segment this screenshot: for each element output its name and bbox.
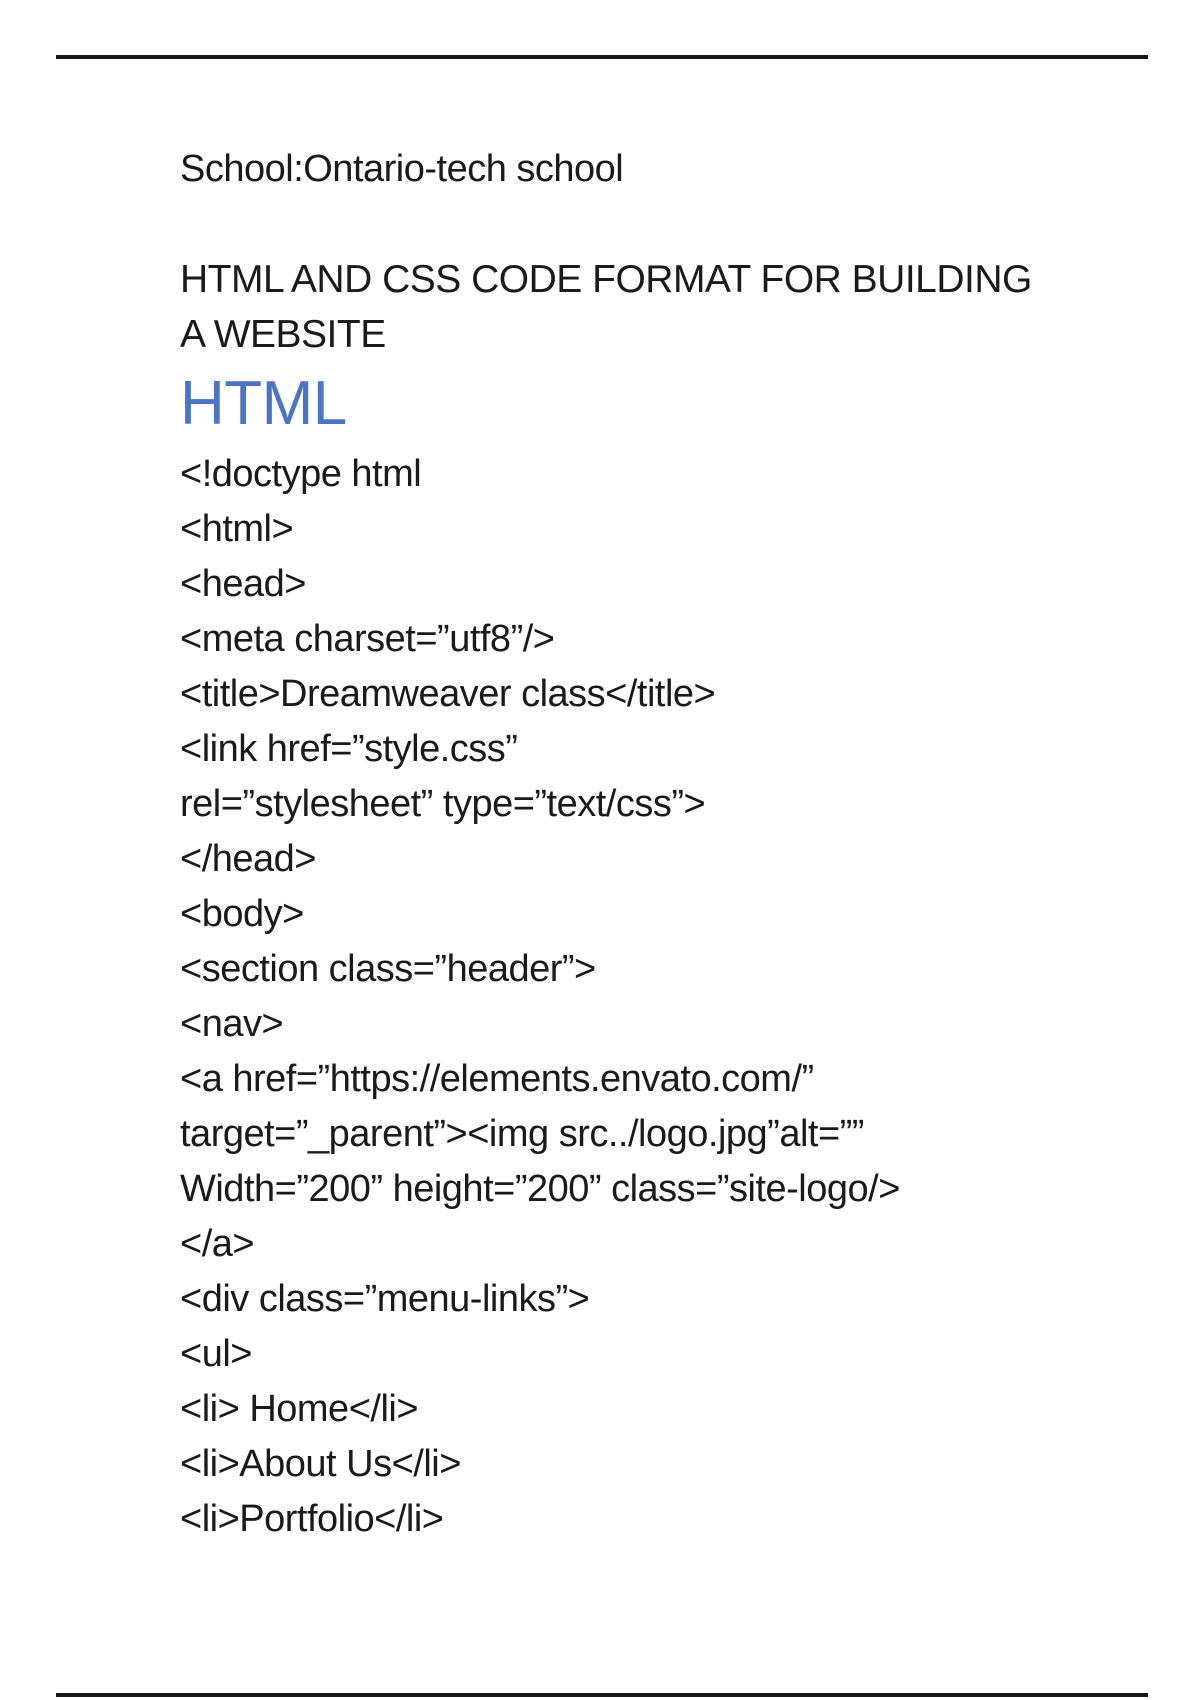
section-heading-html: HTML	[180, 369, 347, 438]
top-horizontal-rule	[56, 55, 1148, 59]
code-line: <div class=”menu-links”>	[180, 1278, 590, 1320]
code-line: <meta charset=”utf8”/>	[180, 618, 555, 660]
code-line: <li>Portfolio</li>	[180, 1498, 444, 1540]
document-title-line: A WEBSITE	[180, 313, 386, 356]
code-line: </a>	[180, 1223, 255, 1265]
code-line: <ul>	[180, 1333, 252, 1375]
school-line: School:Ontario-tech school	[180, 148, 624, 190]
code-line: <li>About Us</li>	[180, 1443, 461, 1485]
code-line: <title>Dreamweaver class</title>	[180, 673, 716, 715]
code-line: <section class=”header”>	[180, 948, 596, 990]
document-title-line: HTML AND CSS CODE FORMAT FOR BUILDING	[180, 258, 1032, 301]
code-line: <html>	[180, 508, 294, 550]
code-line: <link href=”style.css”	[180, 728, 518, 770]
code-line: <head>	[180, 563, 306, 605]
code-line: <a href=”https://elements.envato.com/”	[180, 1058, 814, 1100]
html-code-listing: <!doctype html <html> <head> <meta charset=…	[180, 447, 1100, 1547]
code-line: <body>	[180, 893, 304, 935]
code-line: Width=”200” height=”200” class=”site-log…	[180, 1168, 900, 1210]
code-line: <nav>	[180, 1003, 284, 1045]
blank-line	[180, 197, 1100, 252]
code-line: </head>	[180, 838, 316, 880]
code-line: <li> Home</li>	[180, 1388, 419, 1430]
code-line: target=”_parent”><img src../logo.jpg”alt…	[180, 1113, 864, 1155]
document-content: School:Ontario-tech school HTML AND CSS …	[180, 142, 1100, 1547]
code-line: <!doctype html	[180, 453, 422, 495]
document-title: HTML AND CSS CODE FORMAT FOR BUILDING A W…	[180, 252, 1100, 362]
bottom-horizontal-rule	[56, 1693, 1148, 1697]
code-line: rel=”stylesheet” type=”text/css”>	[180, 783, 706, 825]
